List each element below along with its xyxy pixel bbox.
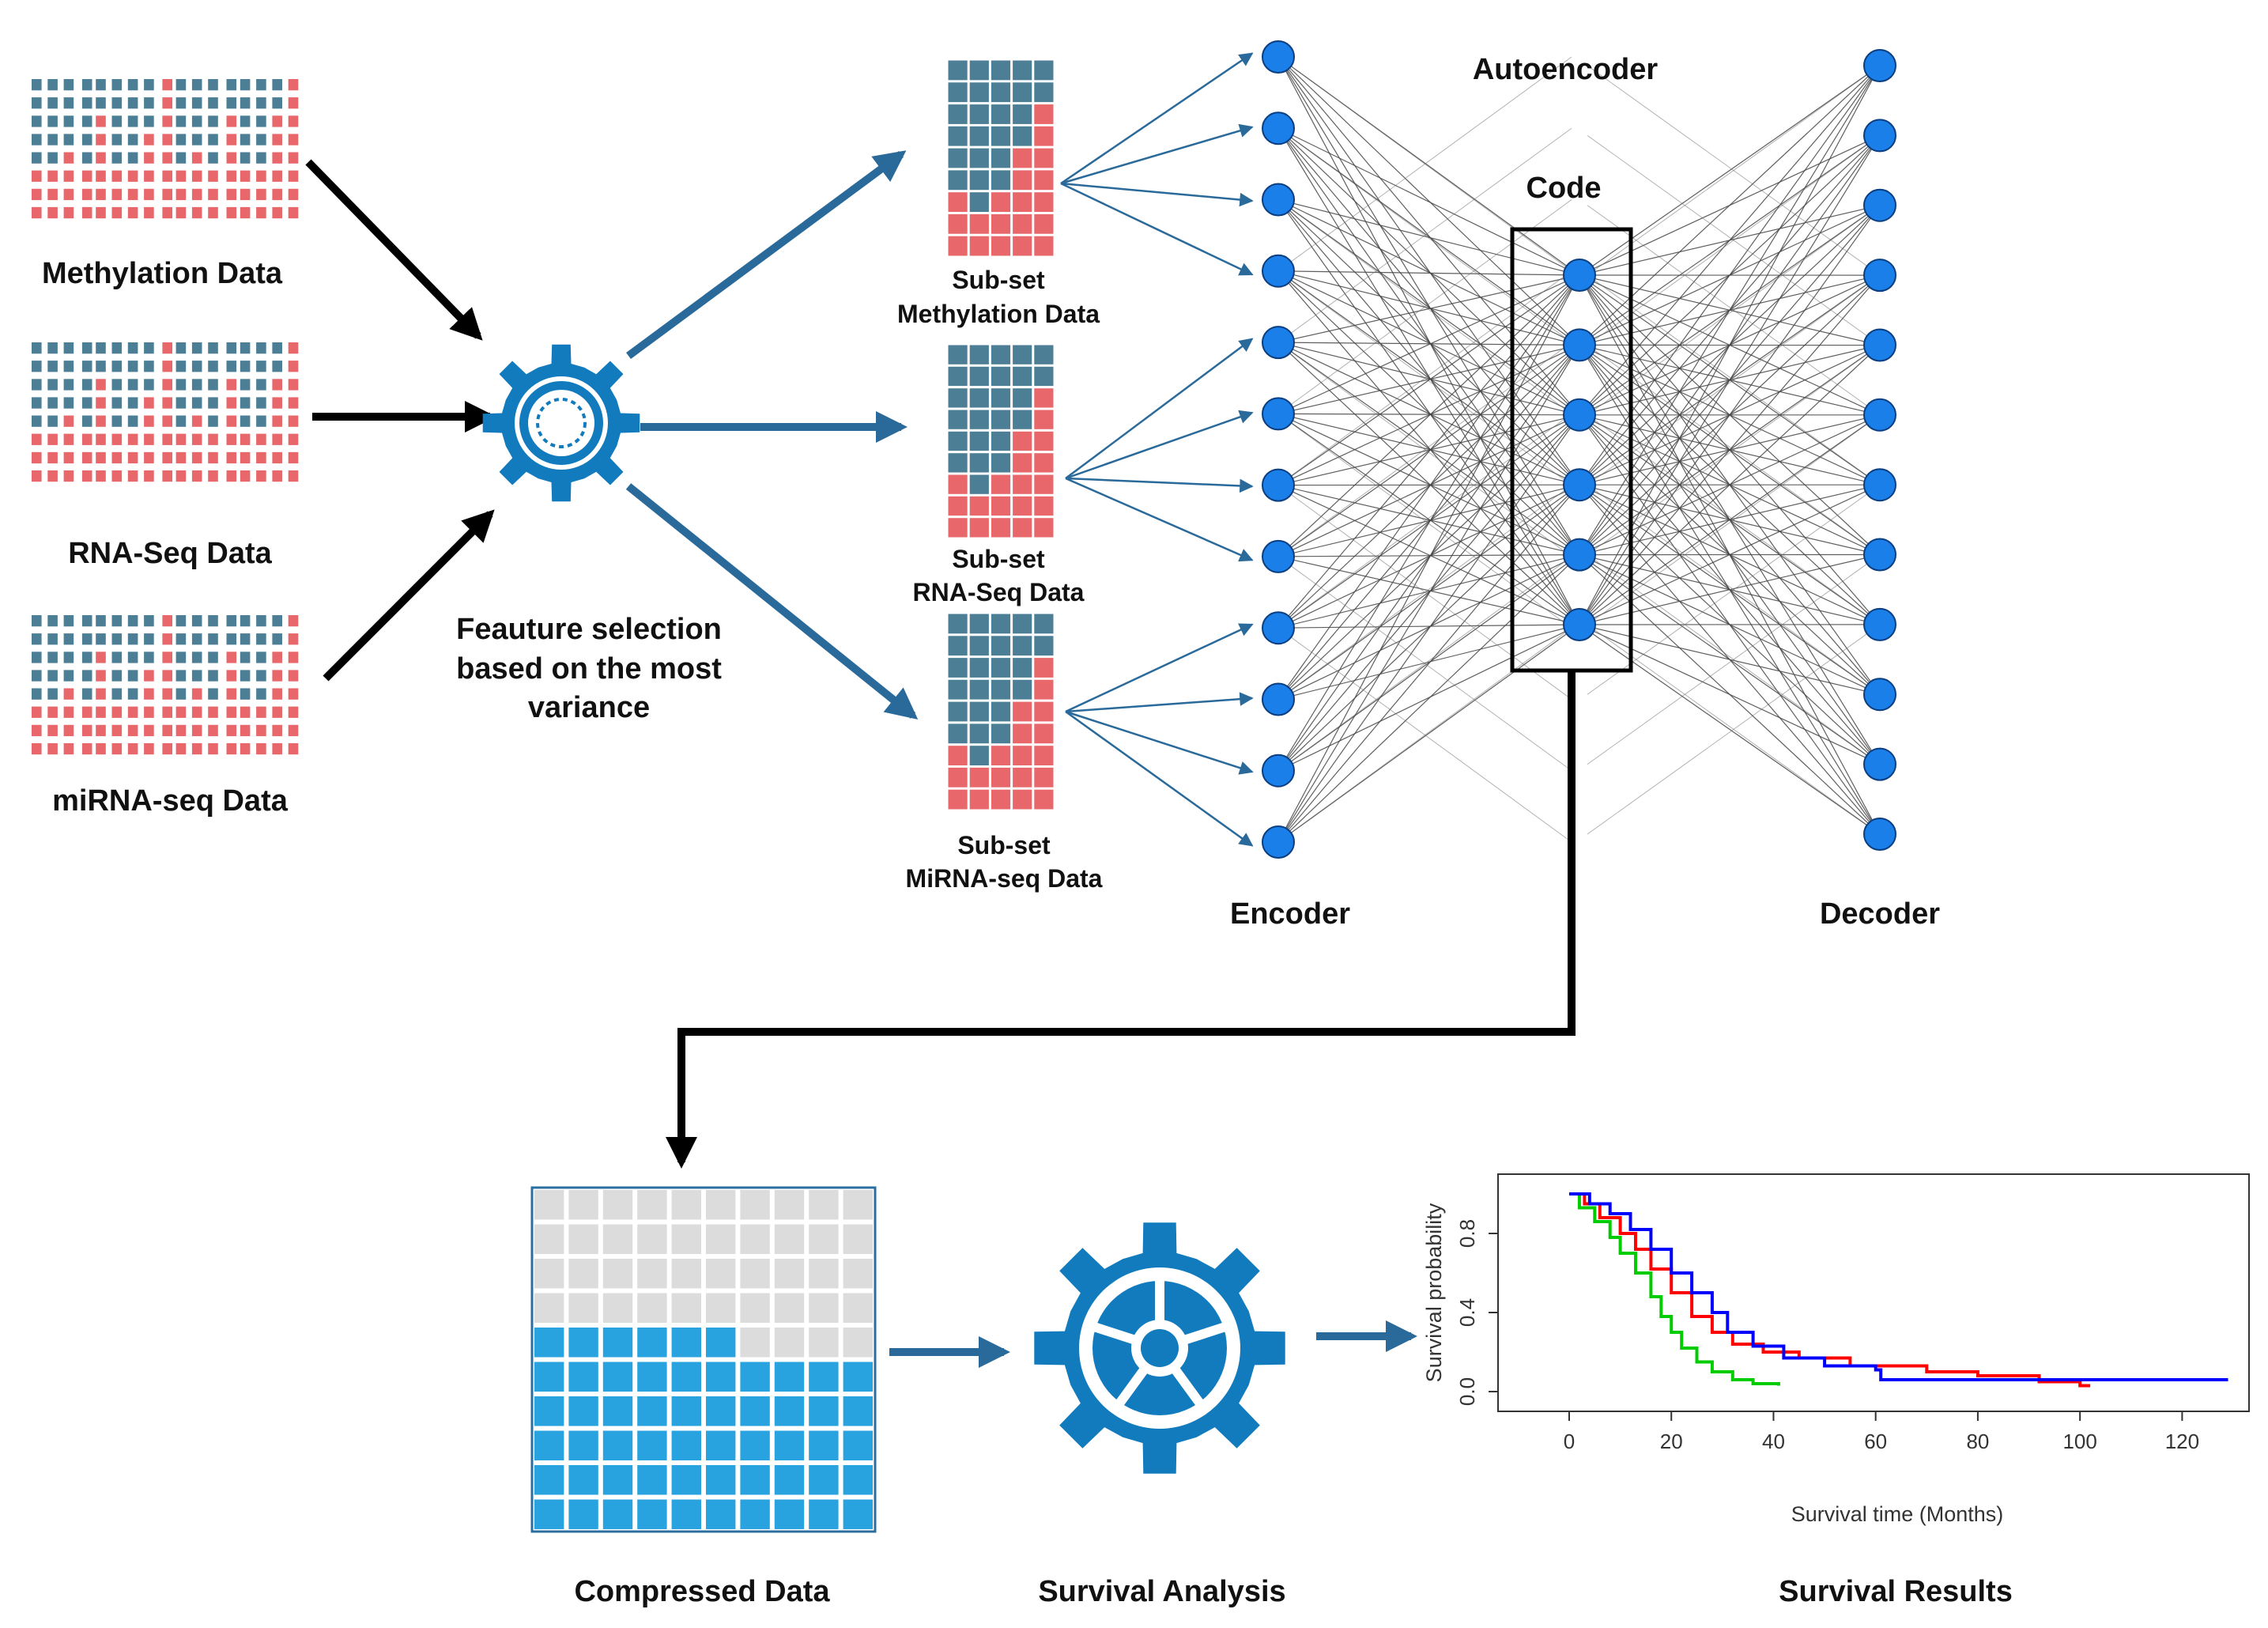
subset-mirna: Sub-set MiRNA-seq Data — [906, 613, 1103, 893]
subset-to-encoder-arrows — [1060, 52, 1254, 847]
decoder-node-6 — [1863, 398, 1896, 432]
survival-curve-1 — [1569, 1192, 1780, 1386]
x-tick-label: 0 — [1564, 1430, 1575, 1453]
mirna-label: miRNA-seq Data — [52, 784, 289, 818]
subset-methylation-grid — [947, 59, 1055, 257]
x-tick-label: 40 — [1762, 1430, 1785, 1453]
arrow-mirna-to-selection — [323, 509, 495, 682]
compressed-data-label: Compressed Data — [574, 1575, 830, 1608]
code-label: Code — [1526, 172, 1602, 205]
code-node-4 — [1563, 468, 1596, 502]
arrow-methylation-to-selection — [305, 159, 483, 341]
subset-rnaseq-line-1: Sub-set — [952, 545, 1045, 573]
encoder-node-8 — [1262, 539, 1295, 573]
encoder-node-3 — [1262, 183, 1295, 217]
code-node-2 — [1563, 328, 1596, 362]
decoder-node-9 — [1863, 607, 1896, 641]
encoder-node-12 — [1262, 825, 1295, 859]
feature-selection-line-1: Feauture selection — [456, 613, 722, 646]
decoder-node-11 — [1863, 747, 1896, 781]
subset-methylation-line-1: Sub-set — [952, 266, 1045, 294]
rnaseq-label: RNA-Seq Data — [68, 537, 272, 570]
autoencoder-title: Autoencoder — [1473, 53, 1659, 86]
survival-analysis-label: Survival Analysis — [1038, 1575, 1285, 1608]
arrow-to-subset-methylation — [626, 150, 907, 360]
y-tick-label: 0.4 — [1455, 1298, 1479, 1327]
subset-rnaseq: Sub-set RNA-Seq Data — [913, 344, 1085, 606]
code-node-3 — [1563, 398, 1596, 432]
decoder-node-8 — [1863, 538, 1896, 572]
x-tick-label: 120 — [2165, 1430, 2199, 1453]
y-tick-label: 0.8 — [1455, 1219, 1479, 1248]
mirna-grid — [32, 615, 299, 755]
survival-results-label: Survival Results — [1779, 1575, 2013, 1608]
x-axis-label: Survival time (Months) — [1791, 1502, 2004, 1526]
x-tick-label: 80 — [1966, 1430, 1989, 1453]
encoder-node-11 — [1262, 754, 1295, 788]
rnaseq-grid — [32, 342, 299, 482]
encoder-label: Encoder — [1230, 897, 1350, 931]
compressed-data: Compressed Data — [530, 1186, 877, 1608]
subset-methylation-line-2: Methylation Data — [897, 300, 1100, 328]
methylation-grid — [32, 79, 299, 219]
survival-analysis-gear-icon — [1034, 1222, 1285, 1474]
encoder-node-2 — [1262, 111, 1295, 145]
x-tick-label: 20 — [1660, 1430, 1683, 1453]
subset-mirna-line-2: MiRNA-seq Data — [906, 864, 1103, 893]
decoder-node-3 — [1863, 188, 1896, 222]
code-node-6 — [1563, 608, 1596, 641]
subset-mirna-grid — [947, 613, 1055, 810]
decoder-node-4 — [1863, 259, 1896, 293]
feature-selection-gear-icon — [482, 344, 640, 502]
decoder-node-12 — [1863, 818, 1896, 851]
encoder-node-9 — [1262, 611, 1295, 645]
code-to-compressed-connector — [666, 670, 1576, 1169]
encoder-node-1 — [1262, 40, 1295, 74]
decoder-node-10 — [1863, 678, 1896, 712]
decoder-node-2 — [1863, 119, 1896, 153]
input-mirna: miRNA-seq Data — [32, 615, 299, 818]
methylation-label: Methylation Data — [42, 257, 283, 290]
feature-selection-line-2: based on the most — [456, 652, 722, 686]
input-rnaseq: RNA-Seq Data — [32, 342, 299, 570]
subset-rnaseq-line-2: RNA-Seq Data — [913, 578, 1085, 606]
encoder-node-10 — [1262, 682, 1295, 716]
survival-curve-3 — [1569, 1192, 2228, 1381]
decoder-label: Decoder — [1820, 897, 1940, 931]
encoder-node-5 — [1262, 326, 1295, 360]
code-node-1 — [1563, 259, 1596, 292]
survival-curve-2 — [1569, 1192, 2091, 1388]
subset-mirna-line-1: Sub-set — [957, 831, 1051, 859]
encoder-node-7 — [1262, 468, 1295, 502]
encoder-node-4 — [1262, 254, 1295, 288]
y-tick-label: 0.0 — [1455, 1377, 1479, 1406]
code-node-5 — [1563, 538, 1596, 572]
arrow-to-subset-mirna — [625, 483, 919, 720]
encoder-node-6 — [1262, 397, 1295, 431]
compressed-data-grid — [530, 1186, 877, 1533]
x-tick-label: 100 — [2062, 1430, 2096, 1453]
feature-selection-line-3: variance — [528, 691, 650, 724]
decoder-node-1 — [1863, 49, 1896, 82]
subset-methylation: Sub-set Methylation Data — [897, 59, 1100, 328]
decoder-node-7 — [1863, 468, 1896, 502]
input-methylation: Methylation Data — [32, 79, 299, 290]
network-nodes — [1262, 40, 1896, 859]
y-axis-label: Survival probability — [1422, 1203, 1446, 1382]
decoder-node-5 — [1863, 328, 1896, 362]
subset-rnaseq-grid — [947, 344, 1055, 538]
x-tick-label: 60 — [1864, 1430, 1887, 1453]
